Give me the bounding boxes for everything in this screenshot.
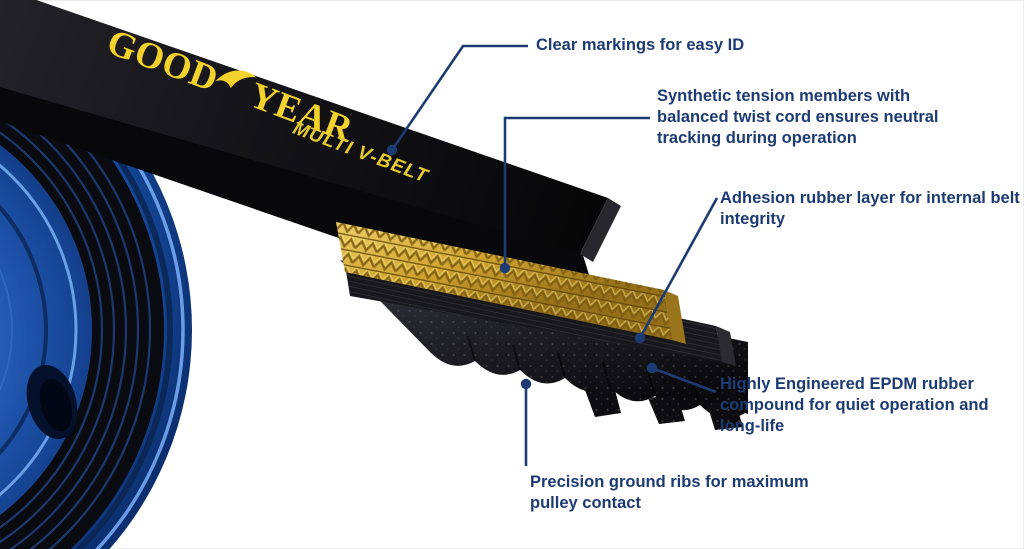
cord-layer-weave (336, 222, 672, 340)
belt: GOOD YEAR MULTI V-BELT (0, 0, 748, 430)
callout-markings-label: Clear markings for easy ID (536, 36, 745, 54)
pulley-groove-band (0, 60, 164, 549)
dot-tension-members (499, 262, 511, 274)
torn-ribs-texture (585, 386, 743, 430)
dot-markings (386, 144, 398, 156)
callout-adhesion-layer-label: Adhesion rubber layer for internal belt … (720, 189, 1020, 228)
leader-markings (390, 44, 528, 151)
pulley-hole (26, 364, 78, 440)
adhesion-layer-end-face (716, 326, 736, 366)
belt-top-band-end-face (580, 198, 621, 262)
wingfoot-icon (215, 70, 257, 89)
callout-epdm-compound-label: Highly Engineered EPDM rubber compound f… (720, 375, 989, 435)
callout-ground-ribs-label: Precision ground ribs for maximum pulley… (530, 473, 809, 512)
pulley-rim-line (0, 50, 173, 549)
leader-adhesion-layer (638, 197, 719, 339)
leader-epdm-compound (651, 366, 717, 394)
pulley-rim-highlight (0, 37, 185, 549)
callout-tension-members-label: Synthetic tension members with balanced … (657, 87, 939, 147)
pulley-hub-highlight (0, 163, 78, 497)
cord-layer-end-face (664, 290, 686, 344)
pulley-hub-ring-2 (0, 268, 13, 392)
leader-tension-members (503, 116, 650, 268)
pulley-hub-ring (0, 204, 48, 456)
dot-ground-ribs (520, 378, 532, 390)
dot-adhesion-layer (634, 332, 646, 344)
dot-epdm-compound (646, 362, 658, 374)
rib-groove-lines (467, 335, 701, 406)
callout-leader-lines (390, 44, 719, 466)
pulley-groove-lines (0, 74, 152, 549)
callout-dots (386, 144, 658, 390)
belt-top-band (0, 0, 608, 254)
